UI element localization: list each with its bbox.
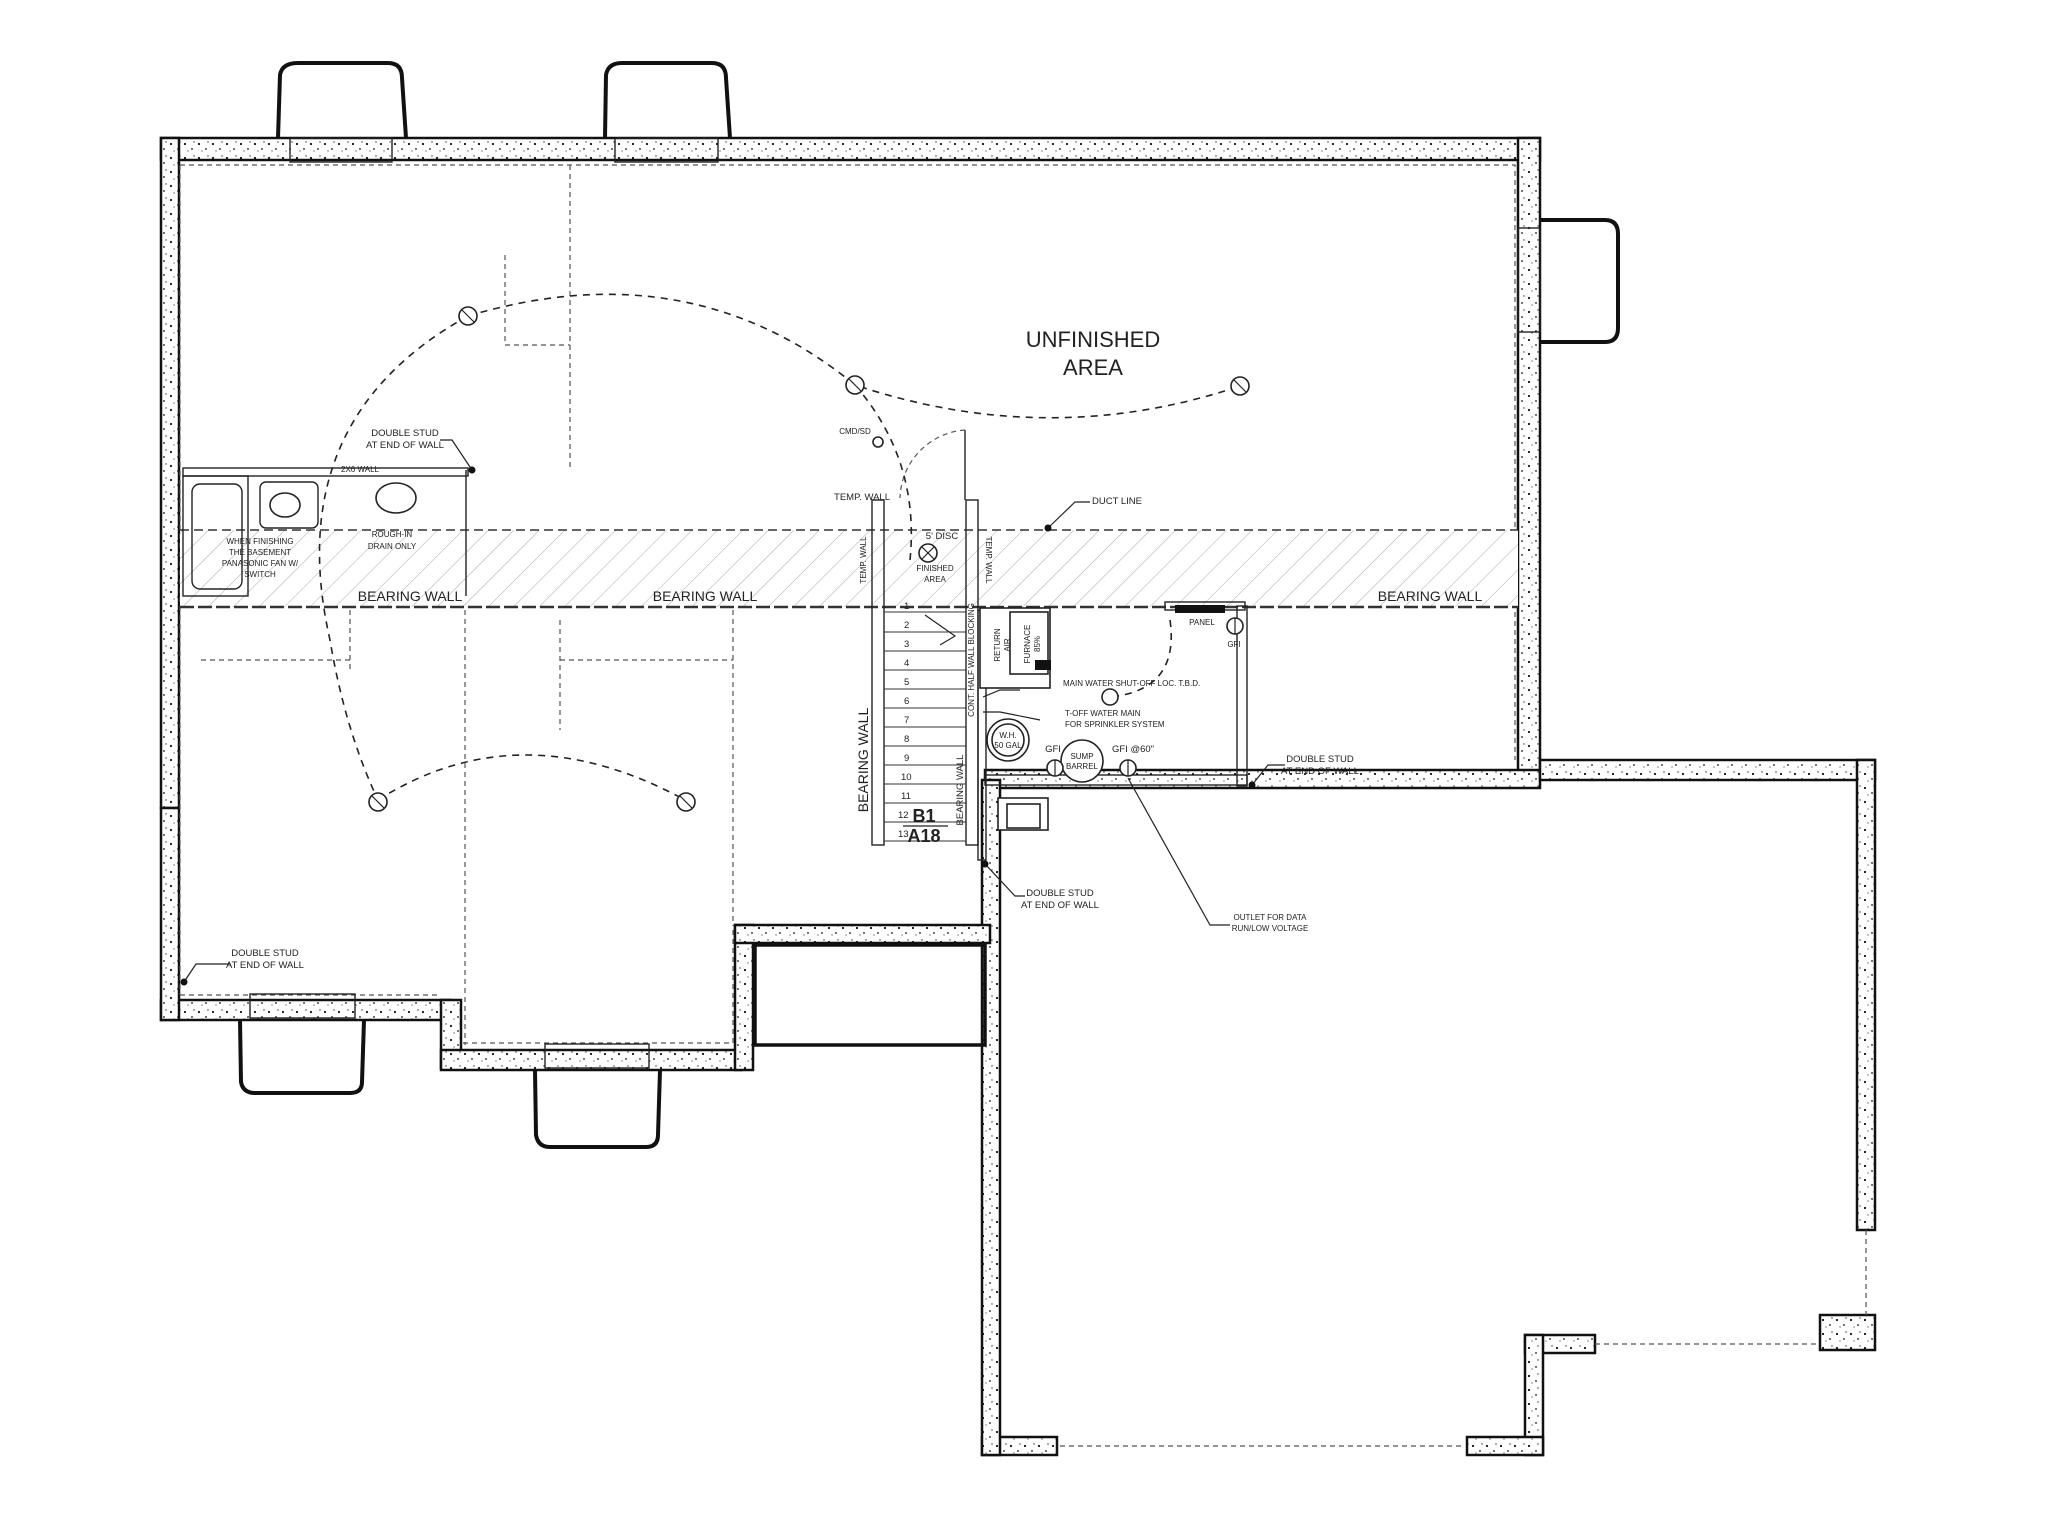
disconnect-label: 5' DISC (926, 531, 959, 542)
stair-step-6: 6 (904, 696, 909, 707)
smoke-detector-icon (872, 436, 884, 448)
water-heater-line1: W.H. (999, 731, 1016, 740)
outlet-note-line2: RUN/LOW VOLTAGE (1232, 924, 1309, 933)
duct-line-label: DUCT LINE (1092, 496, 1142, 507)
lighting-circuit-upper (318, 293, 1241, 801)
section-tag-bottom: A18 (907, 826, 940, 846)
cmd-sd-label: CMD/SD (839, 427, 871, 436)
tee-off-line1: T-OFF WATER MAIN (1065, 709, 1141, 718)
temp-wall-label: TEMP. WALL (859, 536, 868, 584)
disconnect-switch-icon (918, 543, 938, 563)
double-stud-note-line2: AT END OF WALL (226, 960, 304, 971)
stair-step-11: 11 (901, 791, 911, 802)
stair-step-12: 12 (898, 810, 909, 821)
temp-wall-label: TEMP. WALL (984, 536, 993, 584)
fan-note-line3: PANASONIC FAN W/ (222, 559, 299, 568)
water-heater-line2: 50 GAL (994, 741, 1022, 750)
rough-in-note-line1: ROUGH-IN (372, 530, 413, 539)
double-stud-note-line1: DOUBLE STUD (1026, 888, 1094, 899)
gfi-label: GFI @60" (1112, 744, 1154, 755)
furnace-label-line2: 85% (1033, 636, 1042, 652)
bearing-wall-stair-left-label: BEARING WALL (855, 708, 871, 813)
bearing-wall-band (180, 529, 1518, 609)
leader-lines (180, 439, 1285, 986)
double-stud-note-line2: AT END OF WALL (1281, 766, 1359, 777)
sump-barrel-line1: SUMP (1070, 752, 1093, 761)
fan-note-line1: WHEN FINISHING (226, 537, 293, 546)
sump-barrel-line2: BARREL (1066, 762, 1099, 771)
panel-circuit (1109, 619, 1172, 698)
gfi-label: GFI (1227, 640, 1240, 649)
fan-note-line2: THE BASEMENT (229, 548, 291, 557)
room-labels: UNFINISHED AREA BEARING WALL BEARING WAL… (222, 327, 1483, 971)
ceiling-light-icon (368, 792, 388, 812)
gfi-label: GFI (1045, 744, 1061, 755)
main-water-shutoff-label: MAIN WATER SHUT-OFF LOC. T.B.D. (1063, 679, 1200, 688)
stair-step-3: 3 (904, 639, 909, 650)
outlet-note-line1: OUTLET FOR DATA (1234, 913, 1308, 922)
lighting-circuit-lower (377, 754, 686, 801)
stair (871, 429, 987, 861)
bearing-wall-label: BEARING WALL (1378, 588, 1483, 604)
return-air-label-line2: AIR (1003, 638, 1012, 652)
section-tag-top: B1 (912, 806, 935, 826)
stair-step-10: 10 (901, 772, 912, 783)
foundation-walls (159, 136, 1877, 1457)
panel-label: PANEL (1189, 618, 1215, 627)
water-shutoff-icon (1101, 688, 1119, 706)
rough-in-note-line2: DRAIN ONLY (368, 542, 417, 551)
finished-area-line2: AREA (924, 575, 946, 584)
stair-step-9: 9 (904, 753, 909, 764)
stair-step-5: 5 (904, 677, 909, 688)
stair-step-7: 7 (904, 715, 909, 726)
gfi-outlet-icon (1226, 617, 1244, 635)
stair-step-8: 8 (904, 734, 909, 745)
double-stud-note-line1: DOUBLE STUD (371, 428, 439, 439)
gfi-outlet-icon (1119, 759, 1137, 777)
ceiling-light-icon (676, 792, 696, 812)
electrical-panel-icon (1175, 605, 1225, 613)
window-wells (238, 61, 1620, 1149)
cont-half-wall-label: CONT. HALF WALL BLOCKING (967, 603, 976, 717)
ceiling-light-icon (845, 375, 865, 395)
double-stud-note-line2: AT END OF WALL (366, 440, 444, 451)
stair-step-13: 13 (898, 829, 909, 840)
fan-note-line4: SWITCH (244, 570, 276, 579)
bathroom-rough-in (182, 467, 469, 597)
unfinished-area-label-line1: UNFINISHED (1026, 327, 1160, 352)
furnace-label-line1: FURNACE (1023, 625, 1032, 664)
double-stud-note-line1: DOUBLE STUD (1286, 754, 1354, 765)
mechanical-room (979, 601, 1248, 831)
ceiling-light-icon (458, 306, 478, 326)
finished-area-line1: FINISHED (916, 564, 954, 573)
two-by-wall-label: 2X6 WALL (341, 465, 379, 474)
tee-off-line2: FOR SPRINKLER SYSTEM (1065, 720, 1165, 729)
ceiling-light-icon (1230, 376, 1250, 396)
stair-step-4: 4 (904, 658, 909, 669)
bearing-wall-label: BEARING WALL (358, 588, 463, 604)
bearing-wall-label: BEARING WALL (653, 588, 758, 604)
unfinished-area-label-line2: AREA (1063, 355, 1123, 380)
gfi-outlet-icon (1046, 759, 1064, 777)
stair-step-numbers: 1 2 3 4 5 6 7 8 9 10 11 12 13 (898, 601, 912, 840)
bearing-wall-stair-right-label: BEARING WALL (955, 755, 966, 826)
double-stud-note-line2: AT END OF WALL (1021, 900, 1099, 911)
stair-step-1: 1 (904, 601, 909, 612)
garage-openings (753, 943, 1867, 1447)
temp-wall-label: TEMP. WALL (834, 492, 890, 503)
double-stud-note-line1: DOUBLE STUD (231, 948, 299, 959)
stair-step-2: 2 (904, 620, 909, 631)
return-air-label-line1: RETURN (993, 628, 1002, 662)
